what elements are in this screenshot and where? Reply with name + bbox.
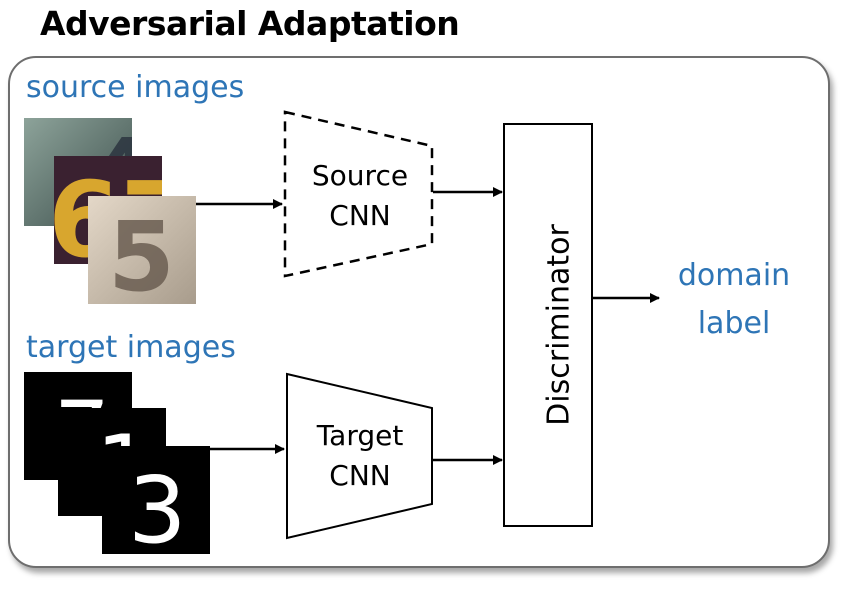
source-image-3: 5 (88, 196, 196, 304)
target-cnn-label-line2: CNN (329, 459, 391, 492)
source-cnn-shape (283, 110, 434, 278)
source-images-label: source images (26, 70, 245, 105)
source-cnn-label-line2: CNN (329, 199, 391, 232)
domain-label-line2: label (697, 306, 771, 341)
target-image-3-digit: 3 (128, 457, 187, 554)
discriminator-label: Discriminator (542, 224, 577, 426)
target-images-label: target images (26, 330, 236, 365)
source-image-3-digit: 5 (108, 201, 175, 304)
target-image-3: 3 (102, 446, 210, 554)
target-cnn-label-line1: Target (316, 419, 404, 452)
diagram-title: Adversarial Adaptation (40, 4, 460, 43)
discriminator-box (503, 123, 593, 527)
target-cnn-shape (286, 372, 433, 540)
source-cnn-label-line1: Source (311, 159, 409, 192)
domain-label-line1: domain (677, 258, 791, 293)
